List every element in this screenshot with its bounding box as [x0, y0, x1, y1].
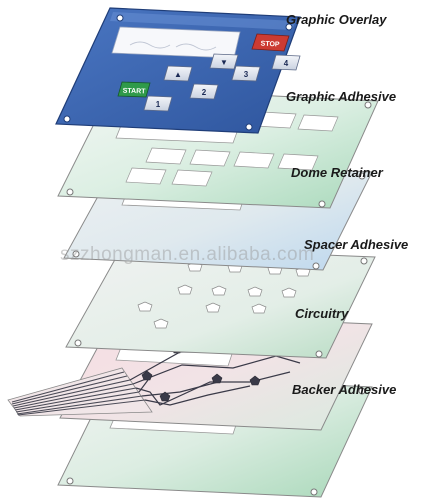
flex-tail	[7, 367, 153, 417]
key-3[interactable]: 3	[231, 65, 261, 82]
start-key-label: START	[123, 88, 147, 96]
display-window	[111, 26, 241, 59]
label-graphic-overlay: Graphic Overlay	[286, 12, 387, 27]
label-spacer-adhesive: Spacer Adhesive	[304, 237, 409, 252]
key-4[interactable]: 4	[271, 54, 301, 71]
down-arrow-key[interactable]: ▼	[209, 53, 239, 70]
key-2[interactable]: 2	[189, 83, 219, 100]
up-arrow-icon: ▲	[174, 70, 182, 79]
label-circuitry: Circuitry	[295, 306, 349, 321]
label-dome-retainer: Dome Retainer	[291, 165, 383, 180]
key-1-label: 1	[156, 100, 161, 109]
key-4-label: 4	[284, 59, 289, 68]
key-2-label: 2	[202, 88, 207, 97]
key-3-label: 3	[244, 70, 249, 79]
stop-key[interactable]: STOP	[251, 33, 290, 52]
label-backer-adhesive: Backer Adhesive	[292, 382, 397, 397]
key-1[interactable]: 1	[143, 95, 173, 112]
start-key[interactable]: START	[117, 81, 151, 98]
down-arrow-icon: ▼	[220, 58, 228, 67]
spacer-adhesive-layer	[65, 246, 376, 359]
graphic-overlay-layer: STOP ▲ ▼ 3 4 START 1	[55, 7, 301, 134]
watermark-text: szzhongman.en.alibaba.com	[60, 244, 315, 265]
up-arrow-key[interactable]: ▲	[163, 65, 193, 82]
label-graphic-adhesive: Graphic Adhesive	[286, 89, 397, 104]
stop-key-label: STOP	[260, 41, 280, 49]
